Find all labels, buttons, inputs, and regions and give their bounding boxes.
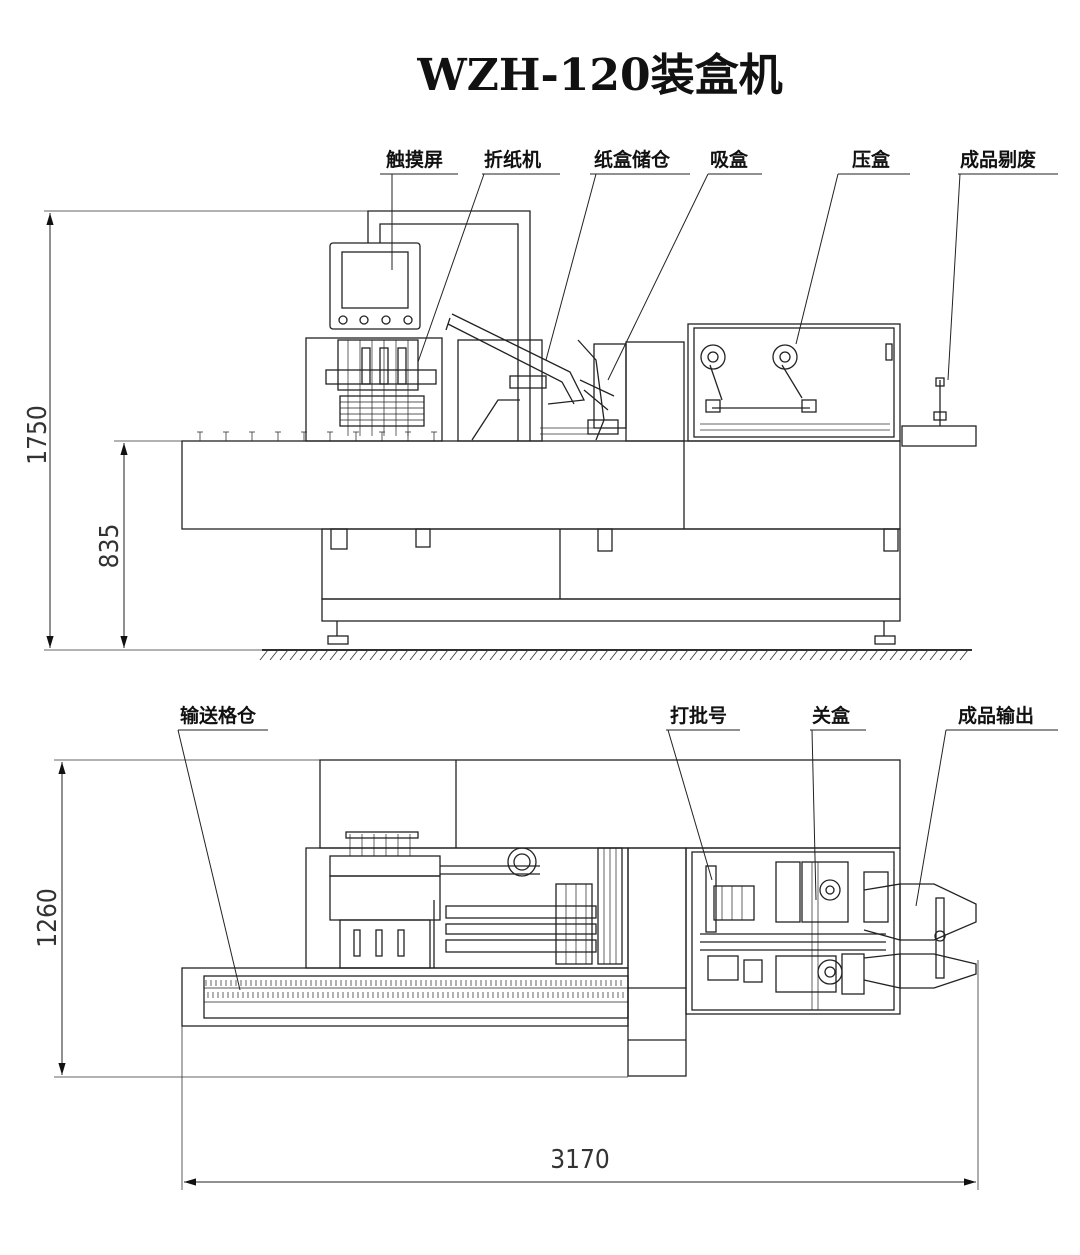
label-reject: 成品剔废 <box>960 148 1036 171</box>
touchscreen-assembly <box>329 210 531 441</box>
label-product-output: 成品输出 <box>958 704 1034 727</box>
top-view-labels: 输送格仓 打批号 关盒 成品输出 <box>177 704 1058 991</box>
top-view: 1260 3170 <box>33 704 1058 1190</box>
leveling-feet <box>327 621 896 645</box>
center-column <box>627 847 687 1077</box>
table-height-dimension: 835 <box>95 524 125 569</box>
label-carton-suction: 吸盒 <box>710 148 749 171</box>
front-view-labels: 触摸屏 折纸机 纸盒储仓 吸盒 压盒 成品剔废 <box>380 148 1058 381</box>
label-carton-magazine: 纸盒储仓 <box>594 148 671 171</box>
label-folding-machine: 折纸机 <box>484 148 541 171</box>
suction-unit <box>577 339 685 442</box>
label-touchscreen: 触摸屏 <box>386 148 443 171</box>
label-pressing: 压盒 <box>852 148 891 171</box>
conveyor-frame <box>181 967 629 1027</box>
output-unit <box>863 883 977 989</box>
folding-mechanism <box>305 337 443 442</box>
length-dimension: 3170 <box>550 1145 610 1175</box>
depth-dimension: 1260 <box>33 888 63 948</box>
front-view: 1750 835 <box>23 148 1058 661</box>
conveyor-buckets <box>204 980 628 1003</box>
table-frame <box>181 440 901 530</box>
label-conveyor-buckets: 输送格仓 <box>180 704 257 727</box>
label-box-closing: 关盒 <box>812 704 851 727</box>
base-cabinet <box>321 528 901 600</box>
ground-hatch <box>259 649 969 661</box>
label-batch-number: 打批号 <box>670 704 727 727</box>
reject-station <box>901 377 977 447</box>
overall-height-dimension: 1750 <box>23 405 53 465</box>
drawing-title: WZH-120装盒机 <box>416 50 782 101</box>
pressing-unit <box>687 323 901 442</box>
left-mechanism <box>305 831 629 969</box>
carton-magazine <box>445 313 600 442</box>
right-mechanism <box>685 847 901 1015</box>
